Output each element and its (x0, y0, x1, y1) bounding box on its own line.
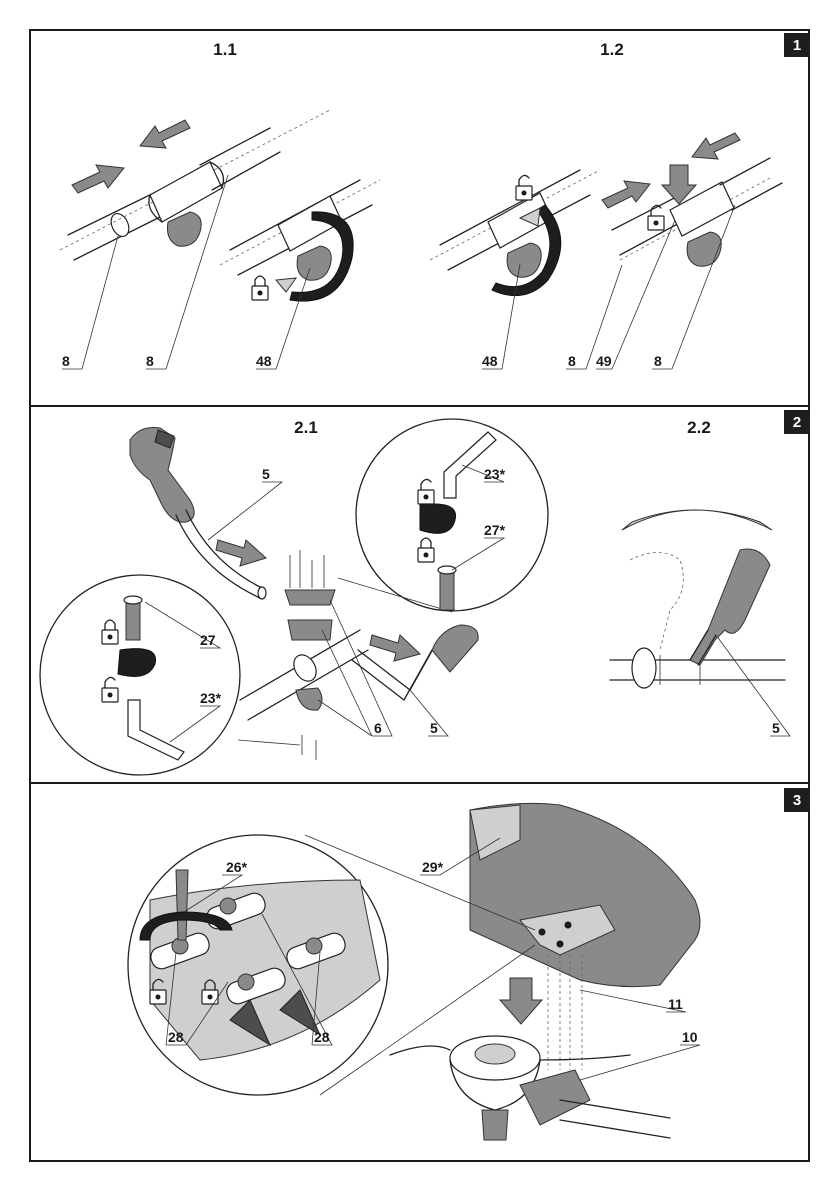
callout-label: 8 (146, 353, 154, 369)
step-2-2-illustration (610, 510, 785, 688)
arrow-icon (500, 978, 542, 1024)
step-2-1-illustration (40, 419, 548, 775)
step-title-1-1: 1.1 (213, 40, 237, 60)
callout-label: 27 (200, 632, 216, 648)
padlock-locked-icon (102, 620, 118, 644)
callout-label: 8 (568, 353, 576, 369)
section-badge-1: 1 (784, 33, 810, 57)
callout-label: 23* (484, 466, 505, 482)
padlock-unlocked-icon (102, 677, 118, 702)
callout-label: 8 (62, 353, 70, 369)
callout-label: 48 (482, 353, 498, 369)
step-1-2-illustration (430, 133, 782, 296)
padlock-unlocked-icon (418, 479, 434, 504)
padlock-locked-icon (252, 276, 268, 300)
callout-label: 23* (200, 690, 221, 706)
callout-label: 28 (314, 1029, 330, 1045)
rotation-arrow-icon (622, 510, 772, 530)
callout-label: 6 (374, 720, 382, 736)
callout-label: 5 (772, 720, 780, 736)
padlock-unlocked-icon (648, 205, 664, 230)
arrow-icon (370, 635, 420, 661)
callout-label: 27* (484, 522, 505, 538)
callout-label: 11 (668, 996, 683, 1012)
arrow-icon (140, 120, 190, 148)
callout-label: 8 (654, 353, 662, 369)
callout-label: 28 (168, 1029, 184, 1045)
section-badge-2: 2 (784, 410, 810, 434)
step-title-2-1: 2.1 (294, 418, 318, 438)
padlock-locked-icon (418, 538, 434, 562)
arrow-icon (692, 133, 740, 159)
rotation-arrow-icon (276, 278, 296, 292)
step-title-2-2: 2.2 (687, 418, 711, 438)
callout-label: 48 (256, 353, 272, 369)
padlock-unlocked-icon (516, 175, 532, 200)
callout-label: 5 (262, 466, 270, 482)
callout-label: 10 (682, 1029, 698, 1045)
arrow-icon (602, 181, 650, 208)
callout-label: 49 (596, 353, 612, 369)
step-title-1-2: 1.2 (600, 40, 624, 60)
callout-label: 26* (226, 859, 247, 875)
callout-label: 5 (430, 720, 438, 736)
callout-label: 29* (422, 859, 443, 875)
arrow-icon (72, 165, 124, 193)
step-3-illustration (128, 803, 700, 1140)
section-badge-3: 3 (784, 788, 810, 812)
